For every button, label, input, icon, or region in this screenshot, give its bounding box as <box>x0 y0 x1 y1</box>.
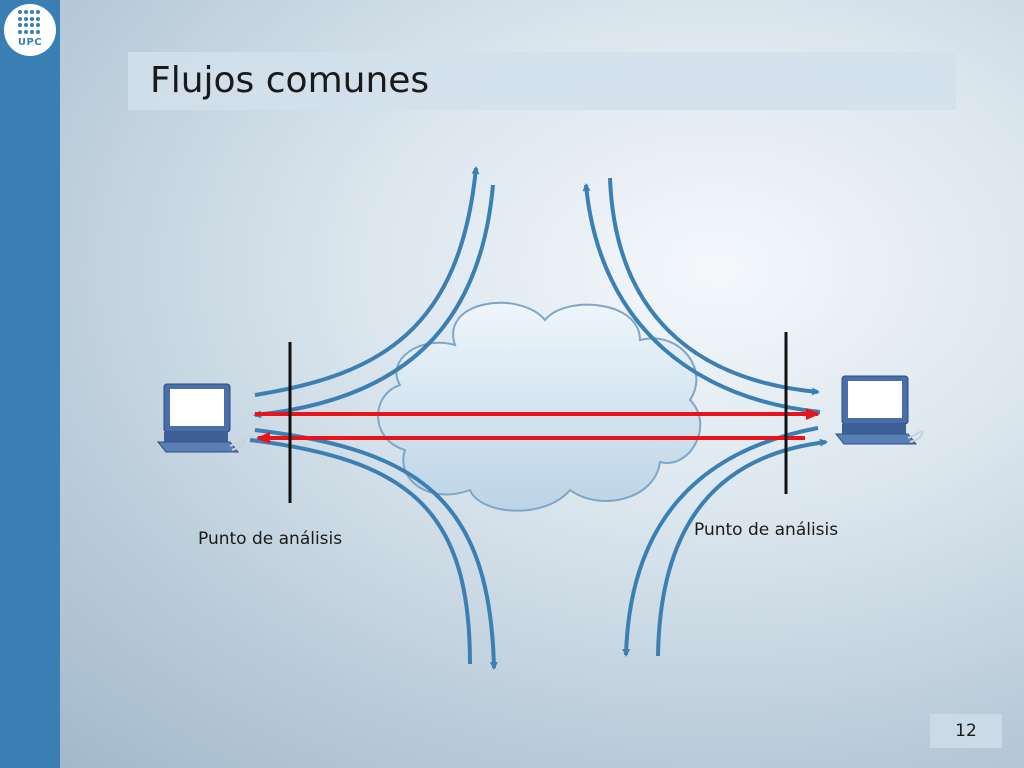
sidebar: UPC <box>0 0 60 768</box>
analysis-point-label-left: Punto de análisis <box>198 529 343 549</box>
flow-arrow <box>254 166 480 397</box>
page-number-box: 12 <box>930 714 1002 748</box>
flow-arrow <box>253 184 495 419</box>
flow-arrow <box>656 438 828 657</box>
slide-title: Flujos comunes <box>150 60 430 101</box>
computer-icon <box>156 383 246 453</box>
logo-dots-icon <box>18 10 42 34</box>
page-number: 12 <box>955 721 977 741</box>
flow-arrows <box>249 166 828 670</box>
flow-arrow <box>249 438 472 665</box>
flow-arrow <box>608 177 820 396</box>
computer-icon <box>834 375 924 445</box>
flow-arrow <box>582 183 821 414</box>
upc-logo: UPC <box>4 4 56 56</box>
direct-flows <box>255 408 820 444</box>
cloud-icon <box>377 301 702 512</box>
analysis-point-label-right: Punto de análisis <box>694 520 839 540</box>
logo-text: UPC <box>17 37 43 48</box>
title-bar: Flujos comunes <box>128 52 956 110</box>
